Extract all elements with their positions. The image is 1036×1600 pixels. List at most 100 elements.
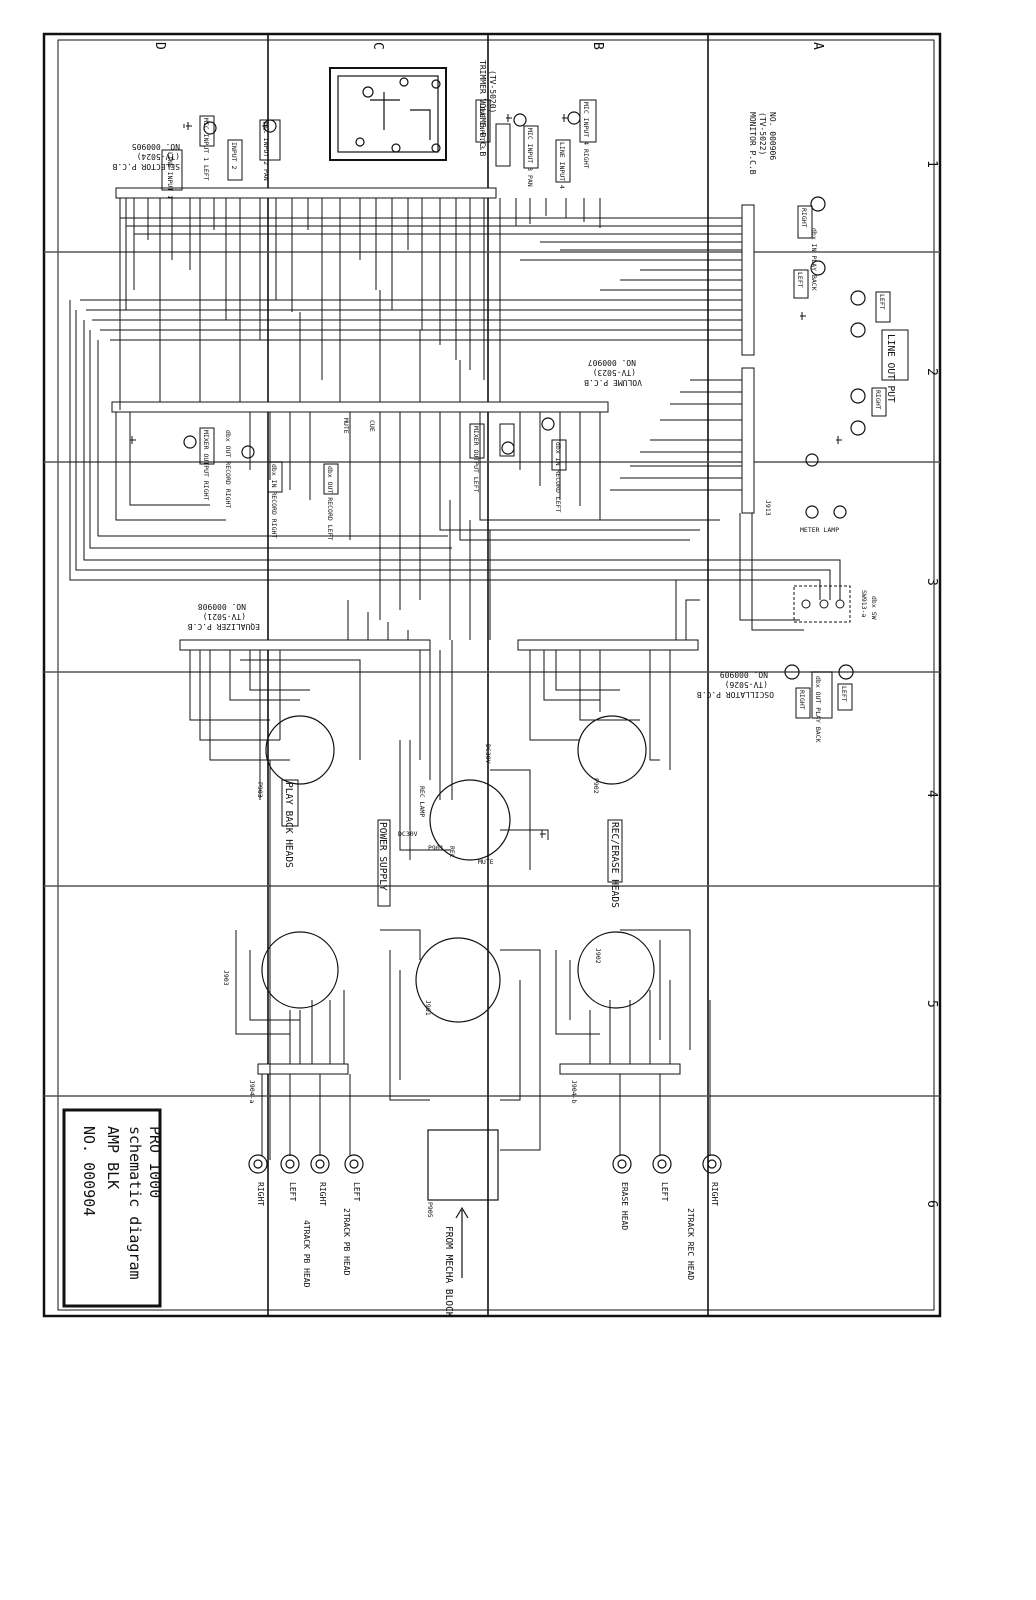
connector-p902-socket: [577, 715, 647, 785]
connector-p903-socket: [265, 715, 335, 785]
grid-col-d: D: [152, 42, 167, 50]
from-mecha-block-label: FROM MECHA BLOCK: [443, 1226, 454, 1318]
right-output-label-1: RIGHT: [800, 208, 808, 228]
volume-board-name: VOLUME P.C.B: [584, 378, 642, 387]
j904a-label: J904-a: [248, 1080, 256, 1104]
line-output-label: LINE OUT PUT: [885, 334, 896, 403]
grid-row-3: 3: [924, 578, 939, 586]
right-output-label-2: RIGHT: [874, 390, 882, 410]
title-line-4: NO. 000904: [80, 1126, 98, 1216]
connector-p905-block: [427, 1129, 499, 1201]
jack-labels: LINE INPUT 1 MIC INPUT 1 LEFT INPUT 2 MI…: [166, 102, 896, 743]
j913-label: J913: [764, 500, 772, 516]
dbx-sw-label: dbx SW: [870, 596, 878, 620]
mute-label-ps: MUTE: [478, 858, 494, 866]
dc30v-label: DC30V: [398, 830, 418, 838]
grid-row-2: 2: [924, 368, 939, 376]
p902-label: P902: [592, 778, 600, 794]
j903-label: J903: [222, 970, 230, 986]
volume-board-code: (TV-5023): [593, 368, 636, 377]
power-supply-label: POWER SUPPLY: [377, 822, 388, 891]
left-label-osc: LEFT: [840, 686, 848, 702]
mute-label: MUTE: [342, 418, 350, 434]
trimmer-board-name: TRIMMER VOLUME P.C.B: [478, 60, 487, 157]
oscillator-board-no: NO. 000909: [720, 670, 768, 679]
title-line-2: schematic diagram: [126, 1126, 144, 1280]
dbx-out-playback-label: dbx OUT PLAY BACK: [814, 676, 822, 743]
equalizer-board-code: (TV-5021): [203, 612, 246, 621]
trimmer-board-code: (TV-5020): [488, 70, 497, 113]
left-4track-label: LEFT: [288, 1182, 297, 1201]
p905-label: P905: [426, 1202, 434, 1218]
title-block: PRO 1000 schematic diagram AMP BLK NO. 0…: [62, 1108, 164, 1308]
line-input-3-label: LINE INPUT 3: [478, 102, 486, 149]
connector-j903-socket: [261, 931, 339, 1009]
label-boxes: [161, 99, 909, 907]
mic-input-2-label: INPUT 2: [230, 142, 238, 169]
mixer-output-right-label: MIXER OUTPUT RIGHT: [202, 430, 210, 501]
monitor-board-name: MONITOR P.C.B: [748, 112, 757, 175]
head-jacks: [248, 1154, 722, 1174]
arrow-from-mecha: [455, 1206, 469, 1278]
monitor-board-no: NO. 000906: [768, 112, 777, 160]
4track-pb-head-label: 4TRACK PB HEAD: [302, 1220, 311, 1288]
p901-label: P901: [428, 844, 444, 852]
connector-j901-socket: [415, 937, 501, 1023]
2track-rec-head-label: 2TRACK REC HEAD: [686, 1208, 695, 1280]
trimmer-box: [329, 67, 447, 161]
line-input-1-label: LINE INPUT 1: [166, 152, 174, 199]
dbx-in-record-right-label: dbx IN RECORD RIGHT: [270, 464, 278, 538]
left-output-label-1: LEFT: [796, 272, 804, 288]
2track-pb-head-label: 2TRACK PB HEAD: [342, 1208, 351, 1276]
erase-head-label: ERASE HEAD: [620, 1182, 629, 1230]
wire-harness: [69, 198, 841, 1160]
mic-input-4-right-label: MIC INPUT 4 RIGHT: [582, 102, 590, 169]
playback-heads-label: PLAY BACK HEADS: [283, 782, 294, 868]
rec-label: REC: [448, 846, 456, 858]
panel-jacks: [183, 111, 866, 680]
grid-labels: D C B A 1 2 3 4 5 6: [152, 42, 939, 1208]
left-output-label-2: LEFT: [878, 294, 886, 310]
selector-board-name: SELECTOR P.C.B: [112, 162, 180, 171]
rec-lamp-label: REC LAMP: [418, 786, 426, 817]
terminal-strips: [111, 187, 755, 1075]
mic-input-2-pan-label: MIC INPUT 2 PAN: [262, 122, 270, 181]
dbx-out-record-right-label: dbx OUT RECORD RIGHT: [224, 430, 232, 508]
dbx-out-record-left-label: dbx OUT RECORD LEFT: [326, 466, 334, 540]
grid-row-4: 4: [924, 790, 939, 798]
grid-col-a: A: [810, 42, 825, 50]
board-labels: SELECTOR P.C.B (TV-5024) NO. 000905 TRIM…: [112, 60, 777, 699]
j901-label: J901: [424, 1000, 432, 1016]
ground-symbols: [130, 114, 842, 838]
left-2track-label: LEFT: [352, 1182, 361, 1201]
equalizer-board-no: NO. 000908: [198, 602, 246, 611]
line-input-4-label: LINE INPUT 4: [558, 142, 566, 189]
head-labels: RIGHT LEFT RIGHT LEFT 4TRACK PB HEAD 2TR…: [256, 1182, 719, 1318]
right-rec-label: RIGHT: [710, 1182, 719, 1206]
volume-board-no: NO. 000907: [588, 358, 636, 367]
dbx-switch-block: [793, 585, 851, 623]
left-rec-label: LEFT: [660, 1182, 669, 1201]
rec-erase-heads-label: REC/ERASE HEADS: [609, 822, 620, 908]
mic-input-1-left-label: MIC INPUT 1 LEFT: [202, 118, 210, 181]
right-2track-label: RIGHT: [318, 1182, 327, 1206]
connector-labels: J913 P903 P901 P902 J903 J901 J902 P905 …: [222, 500, 868, 1218]
connector-sockets: [261, 715, 655, 1201]
mixer-output-left-label: MIXER OUTPUT LEFT: [472, 426, 480, 493]
oscillator-board-code: (TV-5026): [725, 680, 768, 689]
sw913a-label: SW913-a: [860, 590, 868, 617]
dbx-in-playback-label: dbx IN PLAY BACK: [810, 228, 818, 291]
grid-row-6: 6: [924, 1200, 939, 1208]
grid-row-5: 5: [924, 1000, 939, 1008]
right-4track-label: RIGHT: [256, 1182, 265, 1206]
j902-label: J902: [594, 948, 602, 964]
selector-board-code: (TV-5024): [137, 152, 180, 161]
section-labels: PLAY BACK HEADS POWER SUPPLY REC/ERASE H…: [283, 744, 620, 908]
mic-input-3-pan-label: MIC INPUT 3 PAN: [526, 128, 534, 187]
equalizer-board-name: EQUALIZER P.C.B: [188, 622, 260, 631]
dbx-in-record-left-label: dbx IN RECORD LEFT: [554, 442, 562, 513]
title-line-3: AMP BLK: [104, 1126, 122, 1189]
connector-p901-socket: [429, 779, 511, 861]
dc30v-alt-label: DC30V: [484, 744, 492, 764]
